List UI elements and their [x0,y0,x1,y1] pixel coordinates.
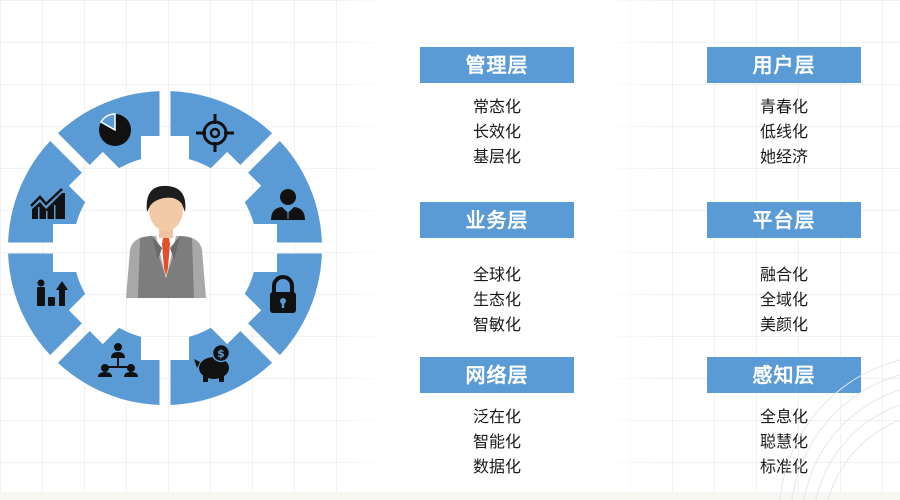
layer-items: 融合化 全域化 美颜化 [707,262,861,337]
layer-item: 融合化 [759,265,808,284]
layer-item: 全球化 [472,265,521,284]
layer-item: 全息化 [759,407,808,426]
pie-chart-icon [99,113,131,146]
target-icon [196,114,234,152]
layer-item: 标准化 [759,457,808,476]
layer-items: 全球化 生态化 智敏化 [420,262,574,337]
layer-card-network: 网络层 泛在化 智能化 数据化 [420,357,574,479]
decorative-arcs [779,359,900,500]
padlock-icon [270,275,296,313]
layer-item: 智敏化 [472,315,521,334]
trend-chart-icon [30,188,65,219]
svg-text:$: $ [217,347,225,360]
layer-title: 用户层 [707,47,861,83]
layer-card-management: 管理层 常态化 长效化 基层化 [420,47,574,169]
segmented-ring-diagram: $ [8,91,322,405]
layer-items: 泛在化 智能化 数据化 [420,404,574,479]
layer-items: 青春化 低线化 她经济 [707,94,861,169]
layer-title: 管理层 [420,47,574,83]
person-growth-bars-icon [37,279,68,306]
layer-item: 常态化 [472,97,521,116]
layer-item: 美颜化 [759,315,808,334]
layer-item: 泛在化 [472,407,521,426]
layer-item: 智能化 [472,432,521,451]
layer-item: 青春化 [759,97,808,116]
layer-item: 全域化 [759,290,808,309]
layer-item: 低线化 [759,122,808,141]
executive-person-icon [271,189,305,220]
layer-item: 生态化 [472,290,521,309]
layer-card-perception: 感知层 全息化 聪慧化 标准化 [707,357,861,479]
layer-item: 长效化 [472,122,521,141]
bottom-band [0,492,900,500]
layer-title: 感知层 [707,357,861,393]
piggy-bank-dollar-icon: $ [194,343,231,382]
layer-item: 数据化 [472,457,521,476]
layer-card-business: 业务层 全球化 生态化 智敏化 [420,202,574,337]
org-hierarchy-icon [98,343,138,377]
layer-item: 她经济 [759,147,808,166]
layer-title: 业务层 [420,202,574,238]
layer-item: 聪慧化 [759,432,808,451]
layer-card-user: 用户层 青春化 低线化 她经济 [707,47,861,169]
layer-item: 基层化 [472,147,521,166]
layer-card-platform: 平台层 融合化 全域化 美颜化 [707,202,861,337]
layer-title: 网络层 [420,357,574,393]
businessman-avatar [126,185,206,298]
layer-items: 全息化 聪慧化 标准化 [707,404,861,479]
layer-items: 常态化 长效化 基层化 [420,94,574,169]
background-fade [330,0,660,500]
layer-title: 平台层 [707,202,861,238]
